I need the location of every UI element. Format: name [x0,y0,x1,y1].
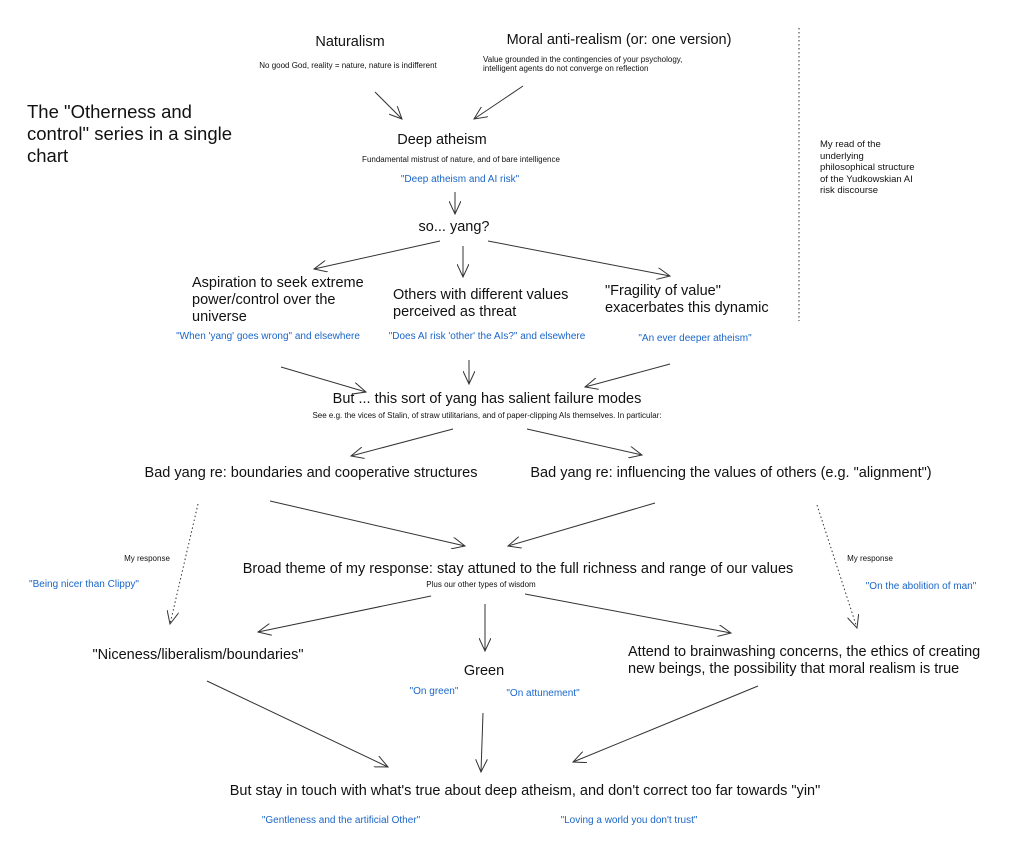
naturalism-description: No good God, reality = nature, nature is… [259,61,437,70]
others-link[interactable]: "Does AI risk 'other' the AIs?" and else… [388,331,586,342]
anti-realism-description-line1: Value grounded in the contingencies of y… [483,55,683,64]
edge-fragility-to-failure [585,363,671,387]
edge-naturalism-to-deep-atheism [374,91,402,119]
anti-realism-description-line2: intelligent agents do not converge on re… [483,64,649,73]
bad-yang-values-heading: Bad yang re: influencing the values of o… [530,465,932,481]
others-line1: Others with different values [393,287,569,303]
fragility-line2: exacerbates this dynamic [605,300,769,316]
response-right-label: My response [847,554,893,563]
deep-atheism-description: Fundamental mistrust of nature, and of b… [362,155,560,164]
niceness-heading: "Niceness/liberalism/boundaries" [92,647,304,663]
green-link-on-green[interactable]: "On green" [409,686,459,697]
bad-yang-boundaries-heading: Bad yang re: boundaries and cooperative … [144,465,478,481]
response-left-link[interactable]: "Being nicer than Clippy" [29,579,139,590]
edge-bad-boundaries-to-broad [269,500,465,546]
edge-response-left-dotted [170,503,199,624]
attend-line1: Attend to brainwashing concerns, the eth… [628,644,981,660]
broad-theme-description: Plus our other types of wisdom [426,580,536,589]
edge-response-right-dotted [816,504,857,628]
attend-line2: new beings, the possibility that moral r… [628,661,960,677]
aspiration-line2: power/control over the [192,292,336,308]
edge-yang-to-fragility [487,240,670,276]
others-line2: perceived as threat [393,304,517,320]
broad-theme-heading: Broad theme of my response: stay attuned… [242,561,794,577]
stay-in-touch-link-loving[interactable]: "Loving a world you don't trust" [560,815,698,826]
anti-realism-heading: Moral anti-realism (or: one version) [506,32,732,48]
edge-antirealism-to-deep-atheism [474,85,524,119]
failure-modes-heading: But ... this sort of yang has salient fa… [332,391,642,407]
edge-failure-to-bad-boundaries [351,428,454,456]
deep-atheism-link[interactable]: "Deep atheism and AI risk" [400,174,520,185]
edge-yang-to-aspiration [314,240,441,269]
naturalism-heading: Naturalism [315,34,385,50]
fragility-line1: "Fragility of value" [605,283,721,299]
aspiration-line3: universe [192,309,247,325]
stay-in-touch-link-gentleness[interactable]: "Gentleness and the artificial Other" [261,815,421,826]
green-heading: Green [463,663,505,679]
so-yang-heading: so... yang? [418,219,490,235]
fragility-link[interactable]: "An ever deeper atheism" [638,333,752,344]
edge-broad-to-niceness [258,595,432,632]
green-link-on-attunement[interactable]: "On attunement" [506,688,580,699]
edge-niceness-to-stay [206,680,388,767]
response-left-label: My response [124,554,170,563]
aspiration-link[interactable]: "When 'yang' goes wrong" and elsewhere [176,331,360,342]
failure-modes-description: See e.g. the vices of Stalin, of straw u… [312,411,662,420]
side-note: My read of the underlying philosophical … [820,139,915,196]
edge-bad-values-to-broad [508,502,656,546]
aspiration-line1: Aspiration to seek extreme [192,275,364,291]
diagram-title: The "Otherness and control" series in a … [27,101,233,166]
edge-failure-to-bad-values [526,428,642,455]
deep-atheism-heading: Deep atheism [397,132,487,148]
edge-green-to-stay [481,712,483,772]
response-right-link[interactable]: "On the abolition of man" [865,581,977,592]
edge-attend-to-stay [573,685,759,762]
stay-in-touch-heading: But stay in touch with what's true about… [229,783,821,799]
edge-broad-to-attend [524,593,731,633]
edge-aspiration-to-failure [280,366,366,392]
